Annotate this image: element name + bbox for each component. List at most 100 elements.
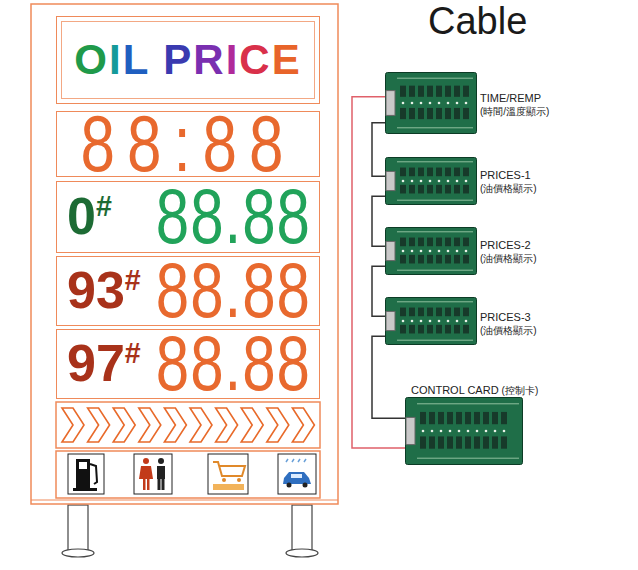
chip xyxy=(418,238,424,247)
chip xyxy=(400,308,406,317)
chip xyxy=(427,308,433,317)
chip xyxy=(418,108,424,119)
chip xyxy=(456,412,462,424)
led xyxy=(465,250,468,253)
chip xyxy=(436,308,442,317)
chip xyxy=(427,108,433,119)
trace xyxy=(397,78,473,79)
chip xyxy=(418,308,424,317)
led xyxy=(429,180,432,183)
led xyxy=(411,102,414,105)
chip xyxy=(463,168,469,177)
chevron xyxy=(241,408,263,442)
grade-number: 0# xyxy=(67,196,112,238)
chip xyxy=(438,412,444,424)
card-name: CONTROL CARD xyxy=(411,384,499,398)
grade-char: # xyxy=(125,337,141,369)
chip xyxy=(454,108,460,119)
chip xyxy=(474,436,480,448)
circuit-board xyxy=(385,297,477,345)
led xyxy=(447,180,450,183)
icon-panel xyxy=(56,451,320,498)
chip xyxy=(436,168,442,177)
cable-socket xyxy=(406,417,415,444)
chip xyxy=(400,325,406,334)
chip xyxy=(409,238,415,247)
grade-char: # xyxy=(96,190,112,222)
chip xyxy=(400,86,406,97)
chip xyxy=(436,255,442,264)
sign-legs xyxy=(62,505,318,557)
led xyxy=(447,250,450,253)
cable xyxy=(372,196,385,246)
chip xyxy=(409,255,415,264)
chevron xyxy=(267,408,289,442)
chip xyxy=(409,108,415,119)
trace xyxy=(397,340,473,341)
circuit-board xyxy=(385,72,477,134)
arrow-panel xyxy=(56,402,320,448)
chip xyxy=(483,436,489,448)
led xyxy=(456,102,459,105)
display-card: PRICES-1(油價格顯示) xyxy=(385,157,540,205)
led xyxy=(420,102,423,105)
board xyxy=(386,158,477,205)
chip xyxy=(463,238,469,247)
chip xyxy=(463,86,469,97)
card-label: TIME/REMP(時間/溫度顯示) xyxy=(480,92,549,118)
chip xyxy=(501,412,507,424)
chip xyxy=(463,185,469,194)
chip xyxy=(400,108,406,119)
led xyxy=(420,180,423,183)
sign-panel: 93#88.88 xyxy=(56,256,320,326)
heading-letter: E xyxy=(272,36,302,83)
heading-letter: R xyxy=(193,36,225,83)
chip xyxy=(409,308,415,317)
fuel-pump-icon xyxy=(68,454,104,494)
led xyxy=(494,430,497,433)
control-card: CONTROL CARD(控制卡) xyxy=(405,380,545,465)
card-note: (油價格顯示) xyxy=(480,253,537,266)
led xyxy=(458,430,461,433)
chip xyxy=(463,308,469,317)
chip xyxy=(418,185,424,194)
led xyxy=(438,180,441,183)
led xyxy=(485,430,488,433)
trace xyxy=(397,127,473,128)
leg-base xyxy=(286,549,318,557)
price-digits: 88.88 xyxy=(156,260,311,322)
circuit-board xyxy=(385,157,477,205)
chip xyxy=(427,325,433,334)
grade-char: 7 xyxy=(96,334,125,392)
grade-char: # xyxy=(125,264,141,296)
card-name: PRICES-2 xyxy=(480,239,537,253)
car-wash-icon xyxy=(278,454,316,494)
shop-icon xyxy=(208,454,248,494)
led xyxy=(449,430,452,433)
led xyxy=(503,430,506,433)
led xyxy=(438,320,441,323)
chip xyxy=(445,308,451,317)
chip xyxy=(445,185,451,194)
sign-heading: OIL PRICE xyxy=(74,39,301,81)
heading-letter: I xyxy=(109,36,123,83)
chip xyxy=(418,325,424,334)
heading-letter: I xyxy=(226,36,240,83)
led xyxy=(440,430,443,433)
chip xyxy=(420,412,426,424)
chip xyxy=(445,255,451,264)
card-note: (時間/溫度顯示) xyxy=(480,106,549,119)
grade-char: 9 xyxy=(67,334,96,392)
chevron xyxy=(292,408,314,442)
chip xyxy=(492,436,498,448)
trace xyxy=(417,458,519,459)
led xyxy=(438,250,441,253)
grade-number: 97# xyxy=(67,343,141,385)
chip xyxy=(463,255,469,264)
chip xyxy=(429,412,435,424)
card-note: (控制卡) xyxy=(502,385,539,398)
trace xyxy=(397,161,473,162)
chip xyxy=(454,185,460,194)
